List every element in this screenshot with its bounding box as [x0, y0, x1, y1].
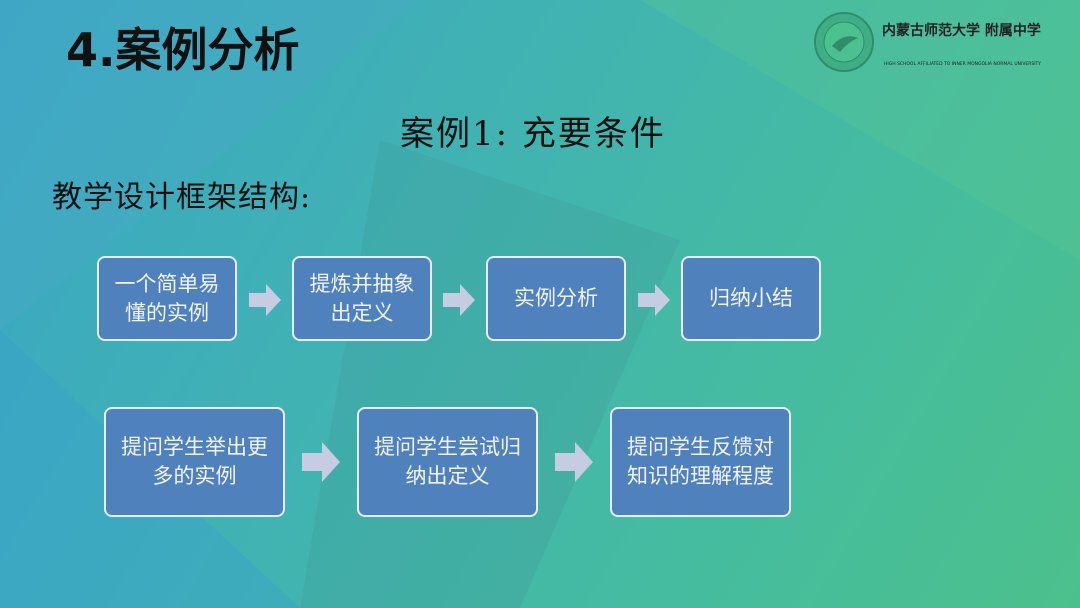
logo-name-cn: 内蒙古师范大学 附属中学: [882, 22, 1041, 39]
slide-title: 4.案例分析: [66, 23, 300, 77]
step-box: 一个简单易懂的实例: [97, 256, 237, 341]
step-box: 提炼并抽象出定义: [292, 256, 432, 341]
logo-name-en: HIGH SCHOOL AFFILIATED TO INNER MONGOLIA…: [884, 61, 1041, 67]
step-box: 提问学生举出更多的实例: [104, 407, 285, 517]
step-box: 提问学生尝试归纳出定义: [357, 407, 538, 517]
step-box: 实例分析: [486, 256, 626, 341]
case-subtitle: 案例1: 充要条件: [400, 114, 666, 154]
school-logo: 内蒙古师范大学 附属中学 HIGH SCHOOL AFFILIATED TO I…: [812, 10, 1074, 74]
section-heading: 教学设计框架结构:: [52, 180, 312, 215]
step-box: 归纳小结: [681, 256, 821, 341]
step-box: 提问学生反馈对知识的理解程度: [610, 407, 791, 517]
